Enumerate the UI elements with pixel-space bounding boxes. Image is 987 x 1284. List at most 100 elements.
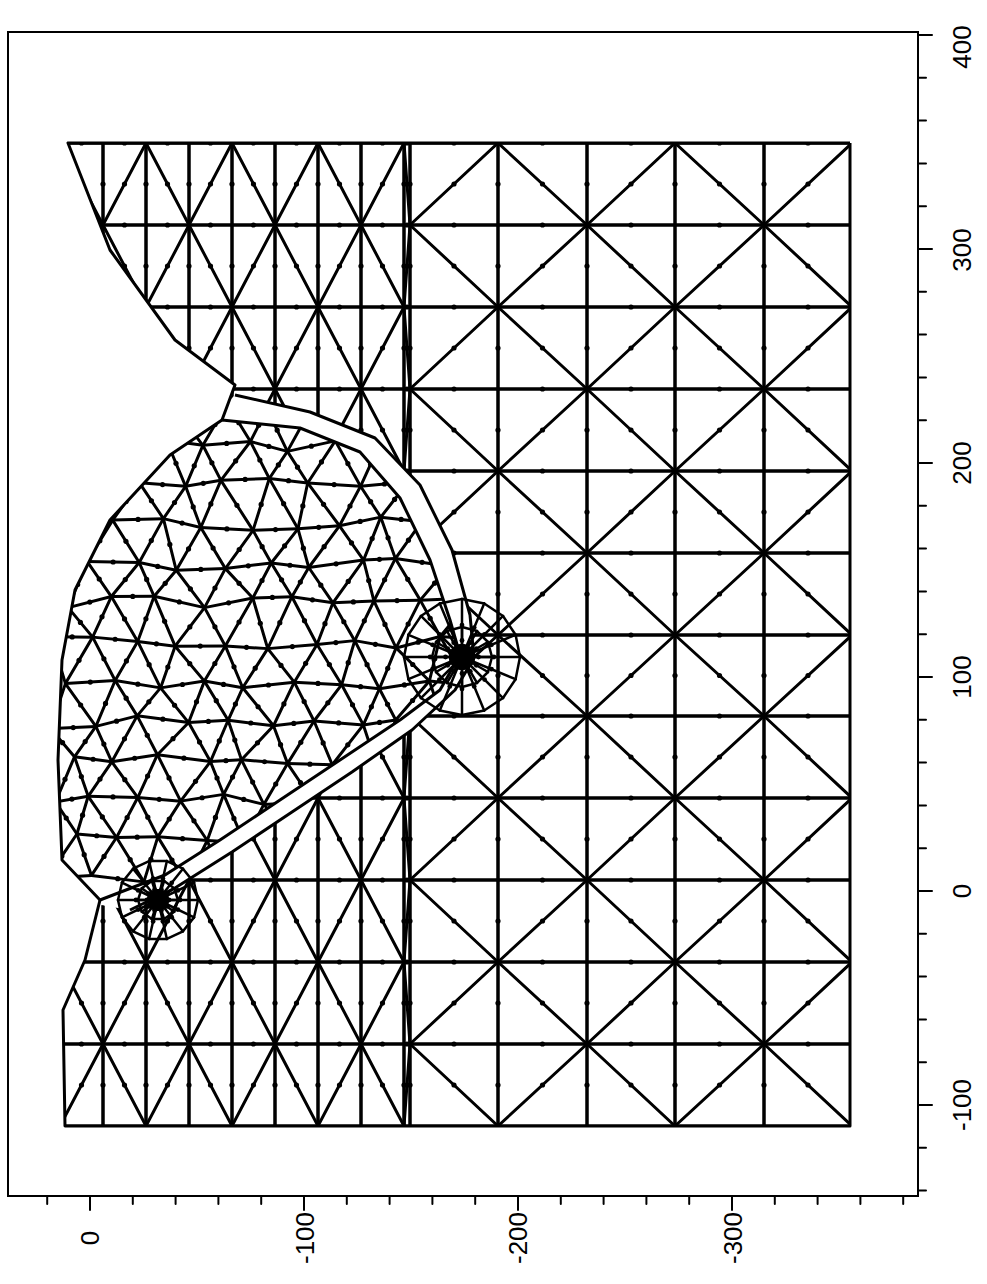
mesh-node <box>717 754 722 759</box>
mesh-node <box>480 581 485 586</box>
mesh-edge <box>253 530 271 563</box>
axis-tick <box>918 933 926 935</box>
mesh-edge <box>268 649 295 683</box>
mesh-edge <box>244 842 265 883</box>
mesh-edge <box>60 552 850 555</box>
mesh-edge <box>146 962 189 1044</box>
mesh-node <box>121 422 126 427</box>
mesh-edge <box>275 1044 318 1126</box>
mesh-node <box>165 1000 170 1005</box>
mesh-edge <box>274 682 295 726</box>
mesh-edge <box>78 451 93 480</box>
mesh-edge <box>138 641 175 646</box>
mesh-edge <box>265 882 321 883</box>
mesh-edge <box>232 307 275 389</box>
mesh-node <box>380 550 385 555</box>
mesh-edge <box>181 801 208 840</box>
mesh-node <box>187 624 192 629</box>
mesh-node <box>278 742 283 747</box>
refined-core <box>147 889 169 911</box>
mesh-node <box>321 822 326 827</box>
mesh-edge <box>111 563 139 597</box>
mesh-node <box>61 426 66 431</box>
mesh-edge <box>410 389 498 471</box>
mesh-edge <box>298 529 309 568</box>
plot-frame <box>8 32 918 1196</box>
axis-tick <box>918 376 926 378</box>
mesh-node <box>199 404 204 409</box>
mesh-edge <box>492 569 507 596</box>
mesh-node <box>277 620 282 625</box>
mesh-node <box>259 502 264 507</box>
mesh-edge <box>332 765 363 796</box>
mesh-edge <box>447 399 486 405</box>
mesh-node <box>342 860 347 865</box>
mesh-node <box>97 776 102 781</box>
mesh-edge <box>59 225 62 307</box>
mesh-edge <box>764 471 852 553</box>
mesh-edge <box>59 389 62 471</box>
mesh-edge <box>176 404 227 411</box>
mesh-node <box>268 842 273 847</box>
mesh-edge <box>102 716 105 798</box>
mesh-edge <box>473 717 493 757</box>
mesh-node <box>294 754 299 759</box>
mesh-node <box>165 1082 170 1087</box>
mesh-node <box>385 702 390 707</box>
mesh-edge <box>232 471 275 553</box>
mesh-edge <box>60 470 103 473</box>
mesh-node <box>92 445 97 450</box>
mesh-node <box>334 561 339 566</box>
mesh-edge <box>117 835 158 839</box>
axis-tick <box>918 804 926 806</box>
mesh-node <box>67 401 72 406</box>
refined-edge <box>164 912 174 919</box>
refined-edge <box>408 679 421 698</box>
mesh-edge <box>268 645 317 649</box>
mesh-node <box>628 754 633 759</box>
mesh-edge <box>275 143 318 225</box>
mesh-edge <box>395 522 421 559</box>
mesh-node <box>250 780 255 785</box>
mesh-node <box>313 844 318 849</box>
mesh-node <box>368 499 373 504</box>
mesh-node <box>224 526 229 531</box>
mesh-node <box>97 576 102 581</box>
mesh-node <box>122 386 127 391</box>
mesh-edge <box>112 762 138 798</box>
refined-node <box>443 655 448 660</box>
mesh-edge <box>111 595 154 598</box>
mesh-node <box>122 181 127 186</box>
mesh-node <box>540 181 545 186</box>
mesh-node <box>123 539 128 544</box>
mesh-edge <box>103 306 146 309</box>
mesh-edge <box>356 839 385 878</box>
mesh-node <box>451 816 456 821</box>
mesh-node <box>325 862 330 867</box>
mesh-node <box>198 567 203 572</box>
mesh-node <box>172 500 177 505</box>
mesh-edge <box>364 517 381 560</box>
mesh-node <box>315 673 320 678</box>
mesh-edge <box>317 603 333 645</box>
refined-core <box>449 644 475 670</box>
mesh-edge <box>492 527 514 568</box>
mesh-edge <box>46 490 71 523</box>
mesh-edge <box>318 552 361 555</box>
mesh-node <box>122 616 127 621</box>
mesh-edge <box>223 881 265 883</box>
mesh-node <box>337 181 342 186</box>
refined-edge <box>462 683 477 687</box>
mesh-edge <box>587 716 675 798</box>
mesh-edge <box>144 837 158 882</box>
mesh-edge <box>224 760 242 795</box>
mesh-node <box>144 577 149 582</box>
mesh-node <box>487 522 492 527</box>
mesh-node <box>281 501 286 506</box>
mesh-edge <box>161 646 176 688</box>
mesh-node <box>79 345 84 350</box>
mesh-node <box>57 591 62 596</box>
refined-edge <box>447 683 462 687</box>
mesh-edge <box>401 794 445 797</box>
mesh-edge <box>464 522 515 527</box>
